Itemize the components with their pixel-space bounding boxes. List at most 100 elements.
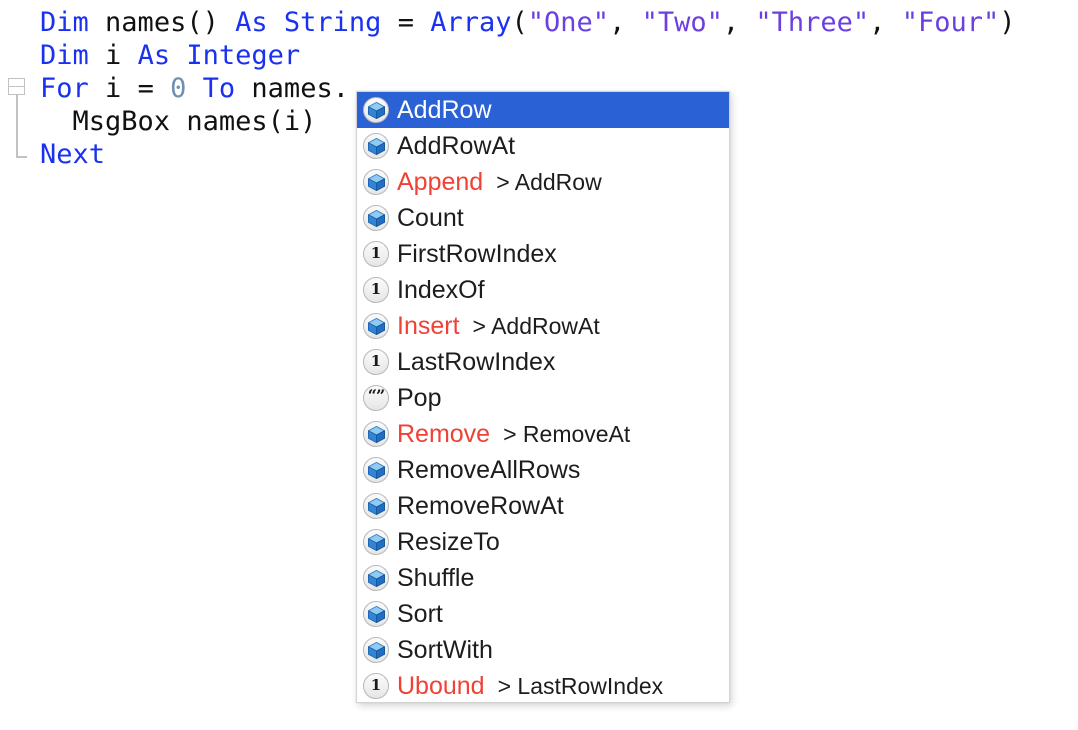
autocomplete-item-addrowat[interactable]: AddRowAt (357, 128, 729, 164)
autocomplete-item-label: FirstRowIndex (397, 239, 557, 268)
code-token (89, 40, 105, 71)
code-token (121, 73, 137, 104)
code-text[interactable]: Dim names() As String = Array("One", "Tw… (40, 6, 1016, 171)
integer-icon: 1 (363, 673, 389, 699)
autocomplete-item-label: RemoveRowAt (397, 491, 564, 520)
autocomplete-item-alias: > LastRowIndex (497, 672, 664, 699)
autocomplete-item-removeallrows[interactable]: RemoveAllRows (357, 452, 729, 488)
integer-icon: 1 (363, 241, 389, 267)
code-token (381, 7, 397, 38)
code-token: Next (40, 139, 106, 170)
code-line-1: Dim names() As String = Array("One", "Tw… (40, 6, 1016, 39)
autocomplete-item-resizeto[interactable]: ResizeTo (357, 524, 729, 560)
autocomplete-item-firstrowindex[interactable]: 1 FirstRowIndex (357, 236, 729, 272)
cube-icon (363, 493, 389, 519)
code-token (89, 73, 105, 104)
cube-icon (363, 205, 389, 231)
code-token (235, 73, 251, 104)
autocomplete-item-alias: > AddRowAt (472, 312, 600, 339)
cube-icon (363, 565, 389, 591)
fold-collapse-icon[interactable] (8, 78, 25, 95)
code-line-3: For i = 0 To names. (40, 72, 1016, 105)
autocomplete-item-append[interactable]: Append > AddRow (357, 164, 729, 200)
code-token: "Three" (755, 7, 870, 38)
code-token (121, 40, 137, 71)
autocomplete-item-sortwith[interactable]: SortWith (357, 632, 729, 668)
autocomplete-item-label: Pop (397, 383, 442, 412)
autocomplete-item-alias: > AddRow (496, 168, 602, 195)
code-token: "One" (527, 7, 610, 38)
code-token (219, 7, 235, 38)
code-token (414, 7, 430, 38)
cube-icon (363, 637, 389, 663)
code-token: Integer (186, 40, 301, 71)
autocomplete-item-addrow[interactable]: AddRow (357, 92, 729, 128)
code-token: i (105, 40, 122, 71)
fold-range-line (16, 95, 18, 157)
code-token (186, 73, 202, 104)
cube-icon (363, 313, 389, 339)
code-token (154, 73, 170, 104)
autocomplete-item-label: LastRowIndex (397, 347, 556, 376)
code-token: names. (251, 73, 349, 104)
autocomplete-item-label: RemoveAllRows (397, 455, 581, 484)
autocomplete-item-sort[interactable]: Sort (357, 596, 729, 632)
cube-icon (363, 529, 389, 555)
autocomplete-item-label: SortWith (397, 635, 493, 664)
code-token: Dim (40, 40, 89, 71)
autocomplete-item-count[interactable]: Count (357, 200, 729, 236)
code-token: As (137, 40, 171, 71)
autocomplete-item-alias: > RemoveAt (503, 420, 631, 447)
code-token: Array (430, 7, 512, 38)
autocomplete-item-pop[interactable]: “” Pop (357, 380, 729, 416)
autocomplete-item-label: Shuffle (397, 563, 475, 592)
code-token: = (397, 7, 414, 38)
code-token: names(i) (186, 106, 317, 137)
code-token: names() (105, 7, 219, 38)
autocomplete-item-label: Append (397, 167, 484, 196)
autocomplete-item-removerowat[interactable]: RemoveRowAt (357, 488, 729, 524)
integer-glyph: 1 (370, 352, 382, 370)
code-token: = (137, 73, 154, 104)
cube-icon (363, 169, 389, 195)
cube-icon (363, 421, 389, 447)
code-token: ) (999, 7, 1016, 38)
integer-glyph: 1 (370, 280, 382, 298)
autocomplete-item-shuffle[interactable]: Shuffle (357, 560, 729, 596)
code-token: "Four" (901, 7, 1000, 38)
code-token: 0 (170, 73, 187, 104)
code-token: Dim (40, 7, 89, 38)
autocomplete-item-label: Insert (397, 311, 460, 340)
code-token (40, 106, 73, 137)
fold-range-end (16, 156, 27, 158)
autocomplete-item-label: AddRow (397, 95, 492, 124)
autocomplete-item-insert[interactable]: Insert > AddRowAt (357, 308, 729, 344)
code-token (170, 106, 186, 137)
integer-icon: 1 (363, 277, 389, 303)
code-token: MsgBox (72, 106, 171, 137)
code-token: , (869, 7, 902, 38)
autocomplete-item-label: Count (397, 203, 464, 232)
code-token (89, 7, 105, 38)
code-token: , (722, 7, 756, 38)
code-token: "Two" (641, 7, 723, 38)
autocomplete-item-label: Ubound (397, 671, 485, 700)
autocomplete-item-label: Sort (397, 599, 443, 628)
cube-icon (363, 97, 389, 123)
autocomplete-item-label: ResizeTo (397, 527, 500, 556)
code-token (268, 7, 284, 38)
code-line-5: Next (40, 138, 1016, 171)
code-fold-gutter[interactable] (8, 78, 34, 162)
code-line-4: MsgBox names(i) (40, 105, 1016, 138)
code-token: ( (511, 7, 528, 38)
code-token: String (283, 7, 382, 38)
autocomplete-item-label: AddRowAt (397, 131, 516, 160)
autocomplete-item-remove[interactable]: Remove> RemoveAt (357, 416, 729, 452)
string-quote-glyph: “” (367, 386, 385, 405)
code-token: For (40, 73, 89, 104)
autocomplete-item-ubound[interactable]: 1 Ubound > LastRowIndex (357, 668, 729, 702)
autocomplete-item-lastrowindex[interactable]: 1 LastRowIndex (357, 344, 729, 380)
